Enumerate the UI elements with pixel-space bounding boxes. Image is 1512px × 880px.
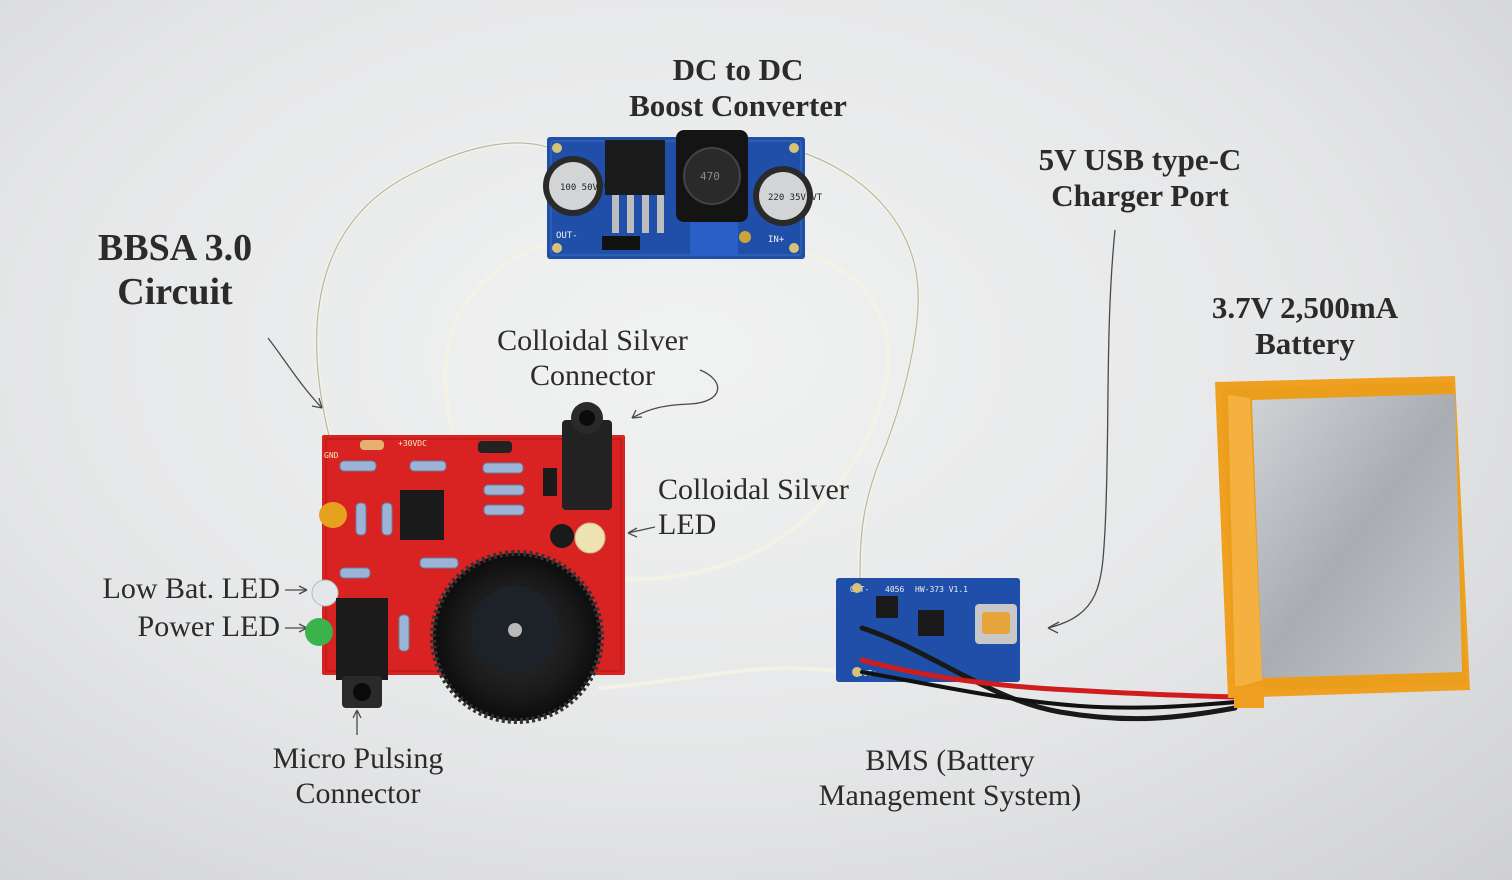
battery-label: 3.7V 2,500mA Battery bbox=[1180, 290, 1430, 362]
bbsa-board: GND +30VDC bbox=[305, 402, 625, 724]
cs-led-line-2: LED bbox=[658, 507, 717, 541]
bms-chip-label: 4056 bbox=[885, 585, 904, 594]
bbsa-gnd-label: GND bbox=[324, 451, 339, 460]
bbsa-v-label: +30VDC bbox=[398, 439, 427, 448]
colloidal-silver-connector-label: Colloidal Silver Connector bbox=[455, 324, 730, 394]
colloidal-silver-led-label: Colloidal Silver LED bbox=[658, 473, 928, 543]
bbsa-line-1: BBSA 3.0 bbox=[97, 227, 253, 269]
usb-line-1: 5V USB type-C bbox=[1038, 142, 1242, 177]
low-bat-led-label: Low Bat. LED bbox=[102, 572, 280, 605]
pointer-lines bbox=[267, 229, 1116, 735]
bms-line-2: Management System) bbox=[818, 778, 1082, 812]
boost-in-label: IN+ bbox=[768, 235, 785, 245]
bms-board: HW-373 V1.1 4056 OUT- OUT+ bbox=[836, 578, 1020, 682]
boost-line-2: Boost Converter bbox=[629, 87, 847, 123]
power-led-label: Power LED bbox=[137, 610, 280, 643]
micro-pulsing-connector-label: Micro Pulsing Connector bbox=[228, 742, 488, 812]
usb-line-2: Charger Port bbox=[1051, 177, 1229, 213]
micro-line-2: Connector bbox=[295, 776, 421, 810]
bms-line-1: BMS (Battery bbox=[865, 744, 1035, 777]
bms-label: BMS (Battery Management System) bbox=[760, 744, 1140, 814]
usb-charger-label: 5V USB type-C Charger Port bbox=[1000, 142, 1280, 214]
boost-converter-label: DC to DC Boost Converter bbox=[598, 52, 878, 124]
battery-line-2: Battery bbox=[1255, 325, 1355, 361]
cap2-label: 220 35V VT bbox=[768, 193, 823, 203]
bbsa-line-2: Circuit bbox=[117, 271, 233, 314]
boost-line-1: DC to DC bbox=[672, 52, 804, 87]
boost-converter-board: 100 50V VT 470 220 35V VT OUT- IN+ bbox=[543, 130, 823, 259]
battery-pack bbox=[1215, 376, 1470, 708]
cs-connector-line-2: Connector bbox=[530, 358, 655, 392]
cs-led-line-1: Colloidal Silver bbox=[658, 473, 849, 506]
boost-out-label: OUT- bbox=[556, 231, 578, 241]
cap1-label: 100 50V VT bbox=[560, 183, 615, 193]
battery-leads bbox=[859, 625, 1241, 722]
cs-connector-line-1: Colloidal Silver bbox=[497, 324, 688, 357]
battery-line-1: 3.7V 2,500mA bbox=[1211, 290, 1399, 325]
micro-line-1: Micro Pulsing bbox=[272, 742, 444, 775]
bbsa-circuit-label: BBSA 3.0 Circuit bbox=[60, 226, 290, 314]
bms-id-label: HW-373 V1.1 bbox=[915, 585, 968, 594]
inductor-label: 470 bbox=[700, 170, 720, 183]
